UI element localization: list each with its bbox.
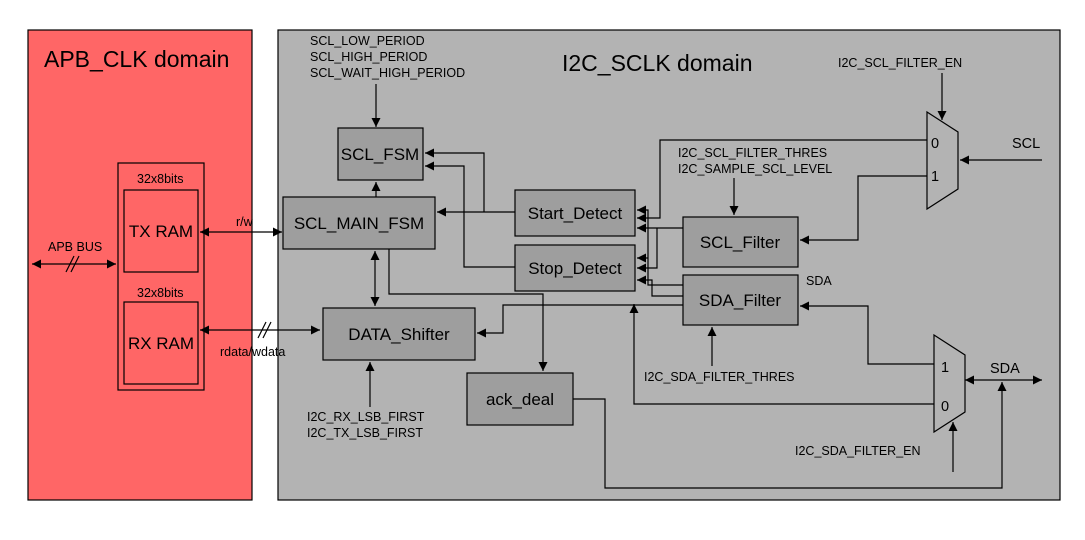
scl-fsm-label: SCL_FSM [341,145,419,164]
sda-mid-label: SDA [806,274,832,288]
rx-ram-label: RX RAM [128,334,194,353]
scl-mux-input-1: 1 [931,169,939,185]
scl-mux-input-0: 0 [931,136,939,152]
sda-filter-block [682,274,799,326]
rx-ram-size: 32x8bits [137,286,184,300]
sda-filter-to-stop-detect-2 [637,275,683,297]
sda-filter-thres-label: I2C_SDA_FILTER_THRES [644,370,795,384]
rdata-tick-1 [257,321,267,339]
scl-high-period-label: SCL_HIGH_PERIOD [310,50,427,64]
sclk-domain-title: I2C_SCLK domain [562,50,753,76]
apb-bus-label: APB BUS [48,240,102,254]
rw-label: r/w [236,215,254,229]
start-detect-block [514,189,636,237]
rdata-wdata-label: rdata/wdata [220,345,285,359]
scl-pin-label: SCL [1012,136,1040,152]
rdata-tick-2 [262,321,272,339]
ack-deal-to-sda-pin [573,382,1007,489]
scl-main-fsm-block [282,196,436,250]
sda-pin-label: SDA [990,361,1020,377]
data-shifter-block [322,307,476,361]
i2c-sclk-domain-area [277,29,1061,501]
scl-filter-label: SCL_Filter [700,233,781,252]
sda-filter-to-start-detect [637,205,683,286]
sda-mux-out1-to-sda-filter [800,301,934,365]
rx-lsb-first-label: I2C_RX_LSB_FIRST [307,410,425,424]
ack-deal-block [466,372,574,426]
rx-ram [123,301,199,385]
sda-mux-input-1: 1 [941,360,949,376]
sample-scl-level-label: I2C_SAMPLE_SCL_LEVEL [678,162,832,176]
sda-mux-input-0: 0 [941,399,949,415]
apb-bus-tick-2 [70,255,80,273]
sda-filter-to-data-shifter [477,304,683,338]
sda-filter-label: SDA_Filter [699,291,782,310]
apb-domain-title: APB_CLK domain [44,46,229,72]
scl-main-fsm-label: SCL_MAIN_FSM [294,214,424,233]
scl-filter-thres-label: I2C_SCL_FILTER_THRES [678,146,827,160]
apb-bus-tick-1 [65,255,75,273]
scl-fsm-block [337,127,424,181]
ack-deal-label: ack_deal [486,390,554,409]
data-shifter-label: DATA_Shifter [348,325,450,344]
scl-filter-en-label: I2C_SCL_FILTER_EN [838,56,962,70]
scl-filter-to-stop-detect [637,228,658,273]
stop-detect-block [514,244,636,292]
stop-detect-label: Stop_Detect [528,259,622,278]
tx-ram-size: 32x8bits [137,172,184,186]
scl-wait-high-period-label: SCL_WAIT_HIGH_PERIOD [310,66,465,80]
start-detect-to-scl-fsm [425,148,485,212]
main-fsm-to-ack-deal [388,249,548,371]
scl-low-period-label: SCL_LOW_PERIOD [310,34,425,48]
tx-ram [123,189,199,273]
sda-mux-out0-up [629,304,934,405]
sda-filter-en-label: I2C_SDA_FILTER_EN [795,444,921,458]
tx-ram-label: TX RAM [129,222,193,241]
tx-lsb-first-label: I2C_TX_LSB_FIRST [307,426,423,440]
start-detect-label: Start_Detect [528,204,623,223]
stop-detect-to-scl-fsm [425,161,515,268]
scl-mux-out1-to-scl-filter [800,175,927,245]
scl-filter-block [682,216,799,268]
ram-container [117,162,205,391]
scl-mux [926,110,959,211]
apb-clk-domain-area [27,29,253,501]
sda-mux [933,333,966,434]
